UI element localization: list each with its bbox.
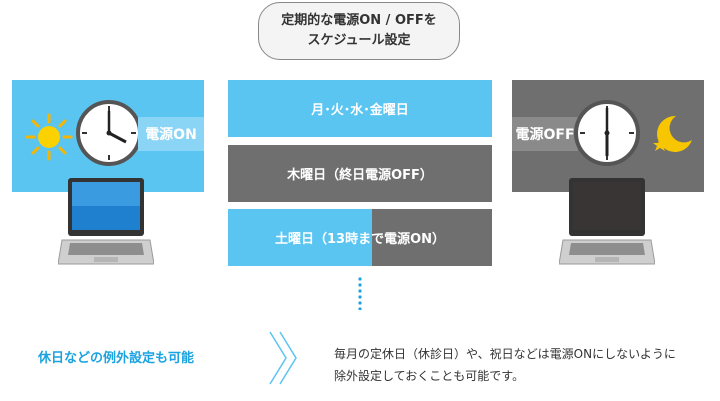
sun-icon [25, 113, 73, 161]
title-line-2: スケジュール設定 [307, 33, 411, 48]
laptop-on-icon [58, 178, 154, 265]
star-icon [653, 138, 667, 151]
moon-icon [653, 115, 692, 152]
clock-icon [76, 100, 142, 166]
power-on-label: 電源ON [138, 117, 204, 151]
day-bar-mon-tue-wed-fri: 月･火･水･金曜日 [228, 80, 492, 137]
description-line-1: 毎月の定休日（休診日）や、祝日などは電源ONにしないように [334, 347, 676, 361]
clock-icon [574, 100, 640, 166]
power-on-panel: 電源ON [12, 80, 204, 192]
exception-description: 毎月の定休日（休診日）や、祝日などは電源ONにしないように 除外設定しておくこと… [334, 343, 714, 387]
laptop-off-icon [559, 178, 655, 265]
power-off-label: 電源OFF [512, 117, 578, 151]
day-bar-saturday: 土曜日（13時まで電源ON） [228, 209, 492, 266]
day-bar-thursday: 木曜日（終日電源OFF） [228, 145, 492, 202]
chevron-right-icon [269, 331, 297, 385]
exception-heading: 休日などの例外設定も可能 [38, 351, 195, 366]
power-off-panel: 電源OFF [512, 80, 704, 192]
continuation-dots [358, 277, 362, 310]
title-line-1: 定期的な電源ON / OFFを [281, 13, 437, 28]
description-line-2: 除外設定しておくことも可能です。 [334, 369, 525, 383]
title-box: 定期的な電源ON / OFFを スケジュール設定 [258, 2, 460, 60]
